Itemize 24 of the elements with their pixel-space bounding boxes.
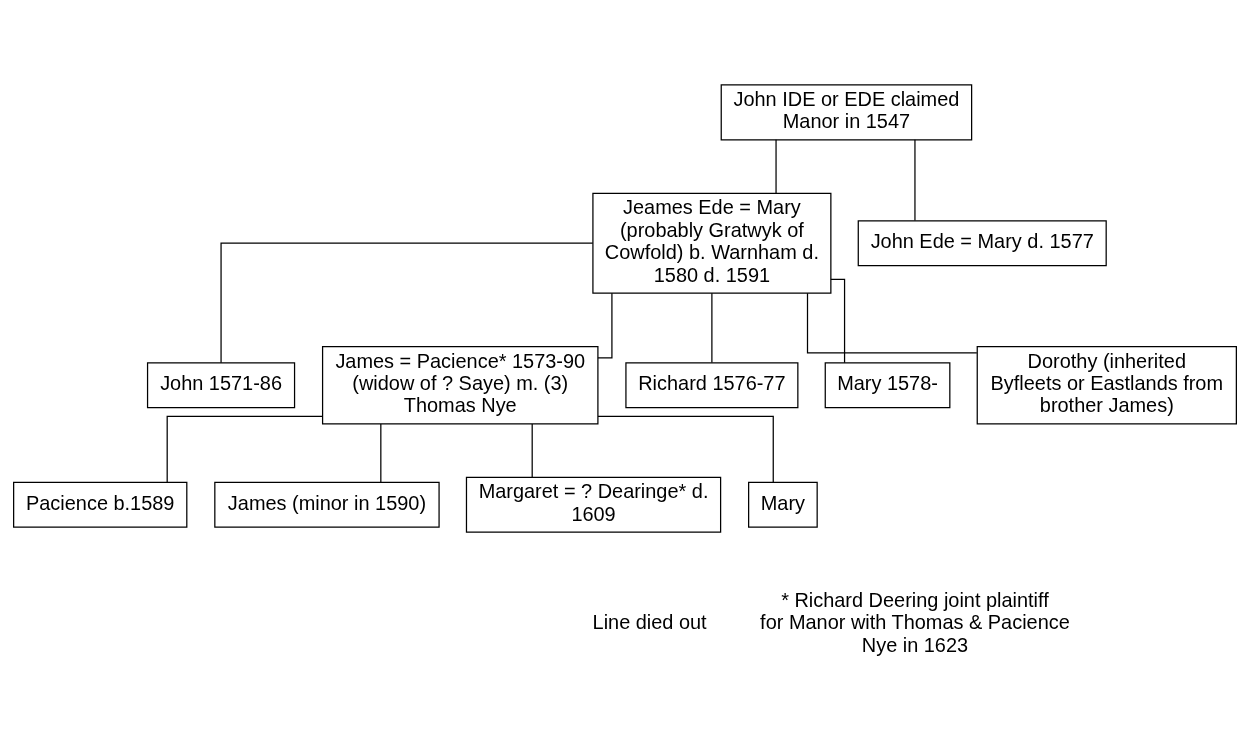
node-box: James = Pacience* 1573-90 (widow of ? Saye) m. (3) Thomas Nye xyxy=(321,345,599,424)
node-box: John Ede = Mary d. 1577 xyxy=(857,219,1107,266)
label: * Richard Deering joint plaintiff for Manor with Thomas & Pacience Nye in 1623 xyxy=(760,588,1070,656)
node-box: John 1571-86 xyxy=(146,361,296,408)
node-box: James (minor in 1590) xyxy=(214,481,440,528)
connector xyxy=(711,292,713,363)
node-box: Jeames Ede = Mary (probably Gratwyk of Cowfold) b. Warnham d. 1580 d. 1591 xyxy=(592,192,832,294)
connector xyxy=(597,415,774,483)
node-box: Margaret = ? Dearinge* d. 1609 xyxy=(465,476,722,533)
node-box: Mary xyxy=(748,481,818,528)
connector xyxy=(166,415,323,483)
node-box: Mary 1578- xyxy=(824,361,951,408)
node-box: John IDE or EDE claimed Manor in 1547 xyxy=(720,83,973,140)
label: Line died out xyxy=(592,610,707,633)
connector xyxy=(775,138,777,194)
connector xyxy=(806,292,978,353)
connector xyxy=(380,422,382,483)
connector xyxy=(830,278,846,363)
node-box: Pacience b.1589 xyxy=(13,481,188,528)
connector xyxy=(914,138,916,221)
node-box: Richard 1576-77 xyxy=(625,361,799,408)
connector xyxy=(531,422,533,478)
node-box: Dorothy (inherited Byfleets or Eastlands from brother James) xyxy=(976,345,1237,424)
connector xyxy=(220,242,594,363)
